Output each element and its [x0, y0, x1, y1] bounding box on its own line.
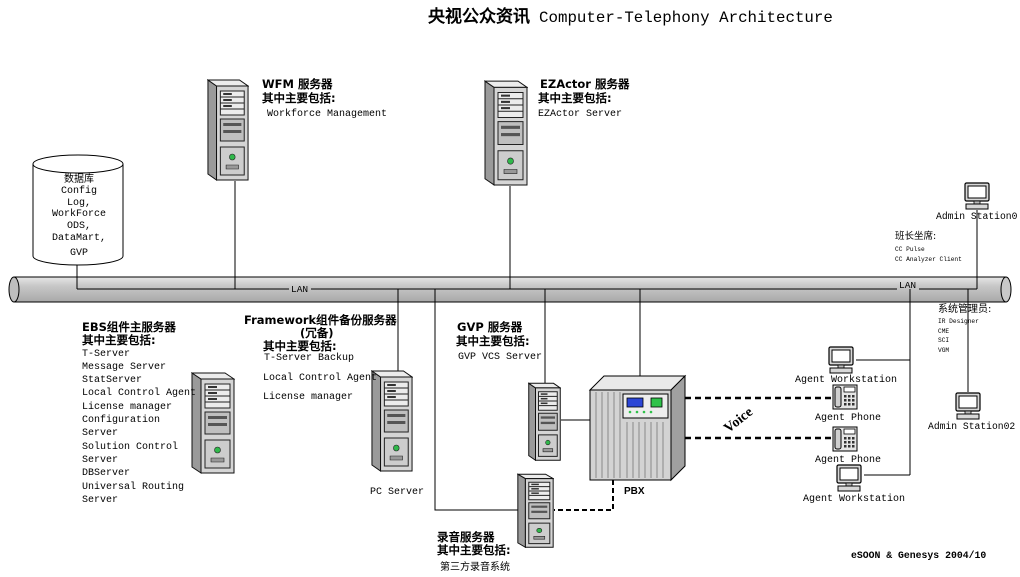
- framework-item: T-Server Backup: [264, 353, 355, 364]
- agent-workstation-top-monitor-icon: [828, 346, 854, 374]
- wfm-server-tower-icon: [207, 79, 249, 181]
- recording-link: [434, 289, 518, 511]
- database-icon: [32, 154, 124, 266]
- pbx-label: PBX: [624, 486, 645, 497]
- sysadmin-group: 系统管理员: IR Designer CME SCI VGM: [938, 304, 991, 356]
- wfm-subheading: 其中主要包括:: [262, 91, 336, 105]
- page-title-cn: 央视公众资讯: [428, 7, 530, 27]
- recording-item: 第三方录音系统: [440, 562, 510, 573]
- agent-workstation-bottom-label: Agent Workstation: [803, 494, 906, 505]
- database-line: Log,: [66, 197, 91, 209]
- ebs-item: DBServer: [82, 468, 131, 480]
- gvp-subheading: 其中主要包括:: [456, 334, 530, 348]
- ebs-label-group: EBS组件主服务器 其中主要包括: T-Server Message Serve…: [82, 320, 197, 507]
- gvp-heading: GVP 服务器: [457, 320, 523, 334]
- framework-item: Local Control Agent: [263, 372, 378, 384]
- admin-station-0-monitor-icon: [964, 182, 990, 210]
- lan-label-right: LAN: [899, 280, 917, 291]
- gvp-server-tower-icon: [528, 382, 561, 461]
- ebs-item: Solution Control: [82, 441, 179, 453]
- sysadmin-item: IR Designer: [938, 318, 979, 325]
- ebs-item: Server: [82, 454, 119, 466]
- agent-workstation-bottom-monitor-icon: [836, 464, 862, 492]
- ezactor-heading: EZActor 服务器: [540, 77, 630, 91]
- admin-station-02-monitor-icon: [955, 392, 981, 420]
- ebs-item: Server: [82, 428, 119, 440]
- recording-label-group: 录音服务器 其中主要包括: 第三方录音系统: [437, 531, 511, 574]
- ebs-item: Server: [82, 494, 119, 506]
- gvp-item: GVP VCS Server: [458, 352, 543, 363]
- sysadmin-item: SCI: [938, 337, 950, 345]
- agent-workstation-top-label: Agent Workstation: [795, 375, 898, 386]
- pbx-icon: [588, 374, 687, 482]
- page-title: 央视公众资讯 Computer-Telephony Architecture: [428, 7, 833, 28]
- ezactor-item: EZActor Server: [538, 109, 623, 120]
- database-line: GVP: [69, 247, 88, 259]
- framework-subheading: 其中主要包括:: [263, 339, 337, 353]
- ezactor-subheading: 其中主要包括:: [538, 91, 612, 105]
- database-title: 数据库: [64, 174, 94, 185]
- admin-station-02-label: Admin Station02: [928, 421, 1016, 432]
- sysadmin-item: VGM: [938, 347, 950, 355]
- ebs-item: StatServer: [82, 375, 143, 387]
- agent-phone-1-icon: [832, 384, 858, 410]
- database-line: DataMart,: [51, 232, 106, 244]
- framework-note: (冗备): [300, 326, 334, 340]
- framework-heading: Framework组件备份服务器: [244, 313, 397, 327]
- footer-credit: eSOON & Genesys 2004/10: [851, 550, 987, 561]
- ebs-server-tower-icon: [191, 372, 235, 474]
- ebs-item: Configuration: [82, 415, 161, 427]
- recording-server-tower-icon: [517, 473, 554, 548]
- admin-station-0-label: Admin Station0: [936, 211, 1018, 222]
- recording-heading: 录音服务器: [437, 530, 495, 544]
- team-lead-group: 班长坐席: CC Pulse CC Analyzer Client: [895, 231, 962, 265]
- wfm-label-group: WFM 服务器 其中主要包括: Workforce Management: [262, 77, 387, 122]
- database-line: Config: [60, 185, 97, 197]
- agent-phone-2-label: Agent Phone: [815, 455, 882, 466]
- gvp-label-group: GVP 服务器 其中主要包括: GVP VCS Server: [456, 320, 542, 365]
- ebs-item: Message Server: [82, 361, 167, 373]
- ezactor-label-group: EZActor 服务器 其中主要包括: EZActor Server: [538, 77, 629, 122]
- team-lead-heading: 班长坐席:: [895, 231, 937, 242]
- agent-phone-2-icon: [832, 426, 858, 452]
- ebs-subheading: 其中主要包括:: [82, 333, 156, 348]
- database-line: WorkForce: [51, 209, 106, 221]
- sysadmin-heading: 系统管理员:: [938, 304, 992, 315]
- team-lead-item: CC Analyzer Client: [895, 256, 962, 263]
- lan-label-left: LAN: [291, 284, 309, 295]
- ebs-item: T-Server: [82, 348, 131, 360]
- team-lead-item: CC Pulse: [895, 246, 925, 253]
- ebs-heading: EBS组件主服务器: [82, 320, 176, 334]
- wfm-heading: WFM 服务器: [262, 77, 333, 91]
- wfm-item: Workforce Management: [267, 109, 388, 120]
- ebs-item: Local Control Agent: [82, 388, 197, 400]
- database-line: ODS,: [66, 221, 91, 233]
- recording-subheading: 其中主要包括:: [437, 543, 511, 557]
- recording-pbx-trunk: [554, 480, 614, 511]
- ebs-item: License manager: [82, 401, 173, 413]
- pc-server-label: PC Server: [370, 487, 425, 498]
- pc-server-tower-icon: [371, 370, 413, 472]
- agent-phone-1-label: Agent Phone: [815, 413, 882, 424]
- framework-item: License manager: [263, 392, 354, 403]
- ebs-item: Universal Routing: [82, 481, 185, 493]
- framework-items: T-Server Backup Local Control Agent Lice…: [263, 349, 377, 408]
- page-title-en: Computer-Telephony Architecture: [539, 9, 833, 27]
- ezactor-server-tower-icon: [484, 80, 528, 186]
- sysadmin-item: CME: [938, 327, 950, 335]
- database-label-group: 数据库 Config Log, WorkForce ODS, DataMart,…: [33, 174, 125, 260]
